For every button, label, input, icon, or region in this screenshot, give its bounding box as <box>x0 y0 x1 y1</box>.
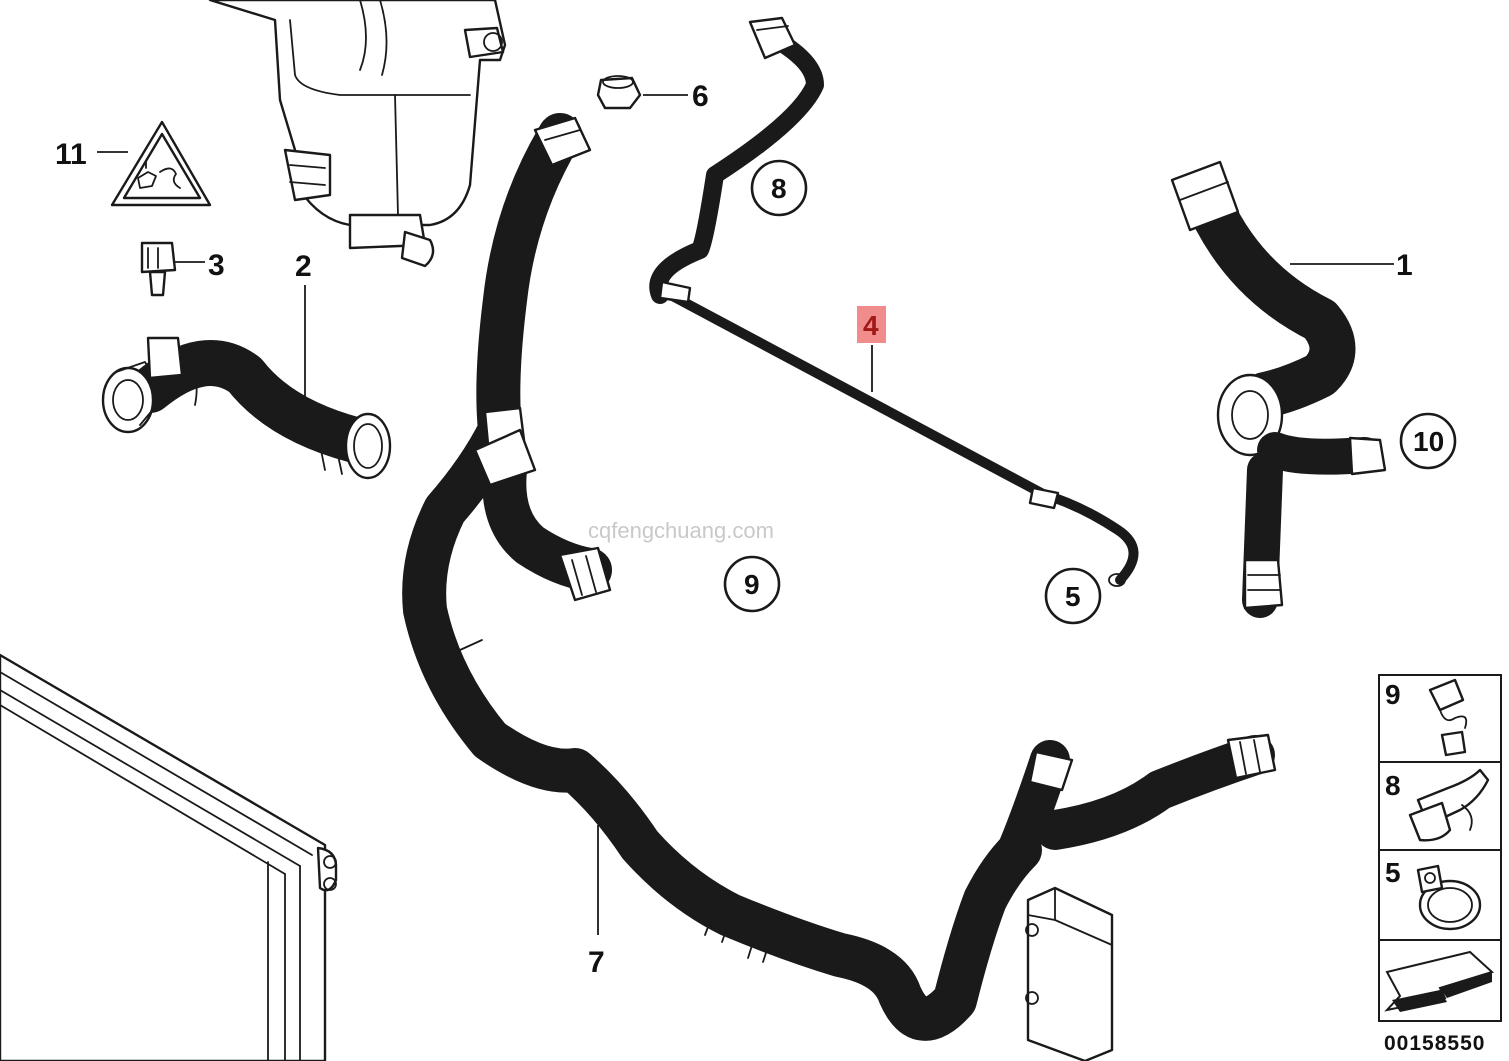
callout-4: 4 <box>863 310 879 341</box>
callout-9-circle <box>723 555 781 613</box>
callout-4-highlight <box>857 306 886 343</box>
temperature-sensor <box>140 241 177 297</box>
hose-clip-icon <box>1428 678 1468 757</box>
callout-10: 10 <box>1413 426 1444 457</box>
callout-8-circle <box>750 159 808 217</box>
callout-5-circle <box>1044 567 1102 625</box>
clip-legend-panel: 9 8 5 <box>1378 674 1502 1022</box>
hot-coolant-warning-icon <box>110 120 212 207</box>
plug-part-6 <box>596 75 642 110</box>
direction-arrow-icon <box>1384 950 1494 1012</box>
bleed-line-part-4 <box>649 16 1139 587</box>
expansion-tank <box>208 0 507 268</box>
callout-2: 2 <box>295 250 312 283</box>
callout-10-circle <box>1399 412 1457 470</box>
hose-part-7 <box>402 113 1042 1041</box>
callout-8: 8 <box>771 173 787 204</box>
callout-7: 7 <box>588 946 605 979</box>
document-id: 00158550 <box>1384 1032 1485 1055</box>
callout-6: 6 <box>692 80 709 113</box>
callout-5: 5 <box>1065 581 1081 612</box>
callout-1: 1 <box>1396 249 1413 282</box>
coolant-control-box <box>1025 886 1114 1061</box>
bracket-clip-icon <box>1408 768 1490 842</box>
hose-part-2 <box>101 336 392 480</box>
callout-11: 11 <box>55 138 87 171</box>
hose-part-1 <box>1170 160 1387 618</box>
callout-3: 3 <box>208 249 225 282</box>
legend-label-5: 5 <box>1385 857 1401 888</box>
radiator <box>0 653 338 1061</box>
watermark-text: cqfengchuang.com <box>588 518 774 543</box>
legend-label-9: 9 <box>1385 679 1401 710</box>
legend-label-8: 8 <box>1385 770 1401 801</box>
hose-clamp-icon <box>1416 864 1482 931</box>
callout-9: 9 <box>744 569 760 600</box>
hose-lower-right <box>995 733 1277 875</box>
